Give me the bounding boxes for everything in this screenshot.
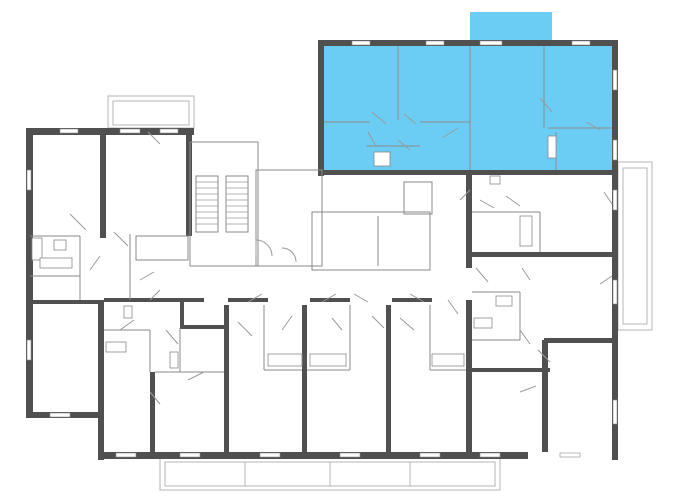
- highlighted-unit-partitions: [320, 44, 615, 172]
- sanitary-fixtures: [31, 135, 557, 369]
- staircase: [195, 175, 249, 233]
- windows: [26, 40, 618, 458]
- core-partitions: [30, 141, 541, 373]
- selected-apartment[interactable]: [320, 12, 615, 172]
- walls: [26, 40, 618, 460]
- door-swings: [69, 97, 613, 405]
